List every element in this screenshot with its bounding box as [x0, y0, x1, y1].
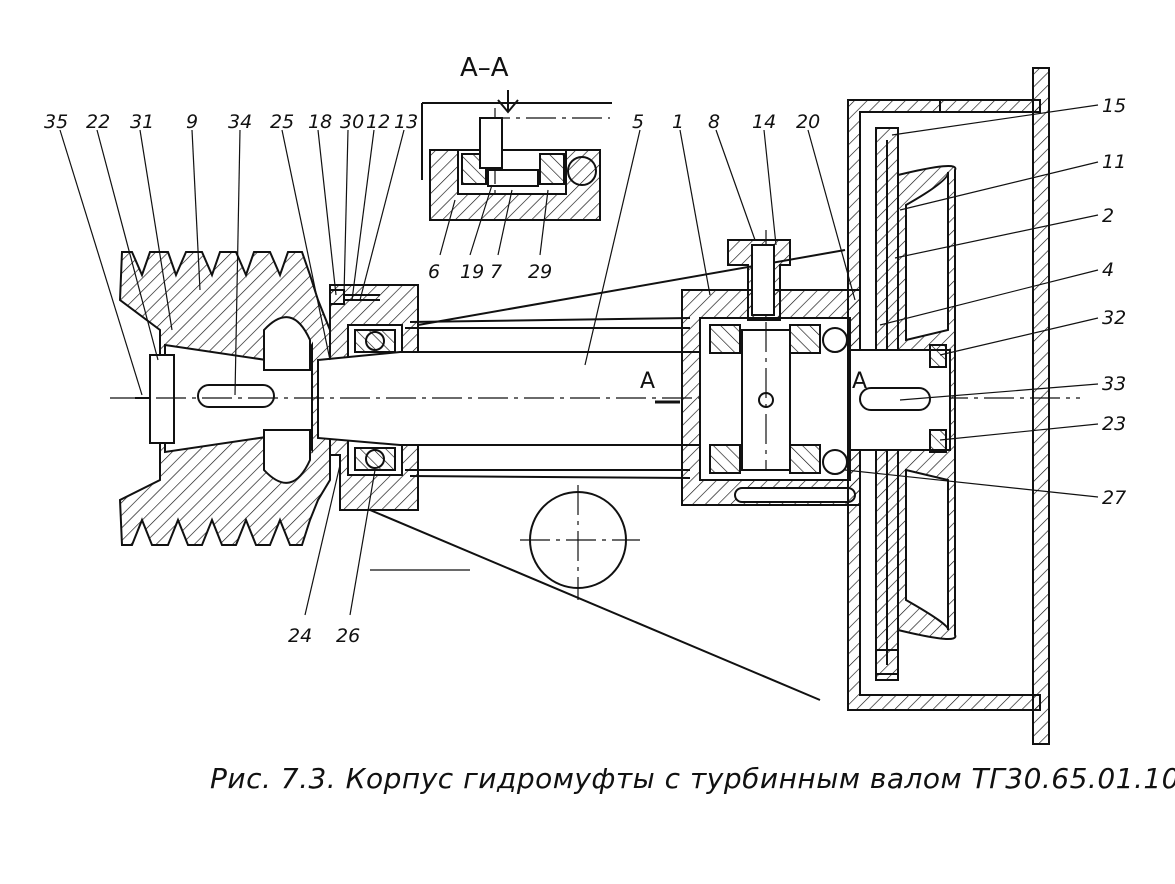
callout-19: 19	[460, 261, 484, 283]
section-mark-left: А	[640, 369, 655, 394]
callout-12: 12	[366, 111, 390, 133]
callout-7: 7	[490, 261, 502, 283]
section-title: А–А	[460, 53, 509, 83]
callout-26: 26	[336, 625, 360, 647]
callout-2: 2	[1102, 205, 1114, 227]
leader-lines	[59, 104, 1099, 616]
callout-24: 24	[288, 625, 312, 647]
callout-23: 23	[1102, 413, 1126, 435]
callout-30: 30	[340, 111, 364, 133]
callout-35: 35	[44, 111, 68, 133]
callout-27: 27	[1102, 487, 1126, 509]
callout-14: 14	[752, 111, 776, 133]
callout-20: 20	[796, 111, 820, 133]
callout-8: 8	[708, 111, 720, 133]
callouts-top-left: 35 22 31 9 34 25 18 30 12 13	[44, 111, 418, 133]
coupling-casing	[847, 67, 1050, 745]
callout-34: 34	[228, 111, 252, 133]
callout-18: 18	[308, 111, 332, 133]
callout-9: 9	[186, 111, 198, 133]
callout-29: 29	[528, 261, 552, 283]
callouts-right: 15 11 2 4 32 33 23 27	[1102, 95, 1126, 509]
section-a-a-view: А–А	[421, 53, 612, 256]
callouts-bottom: 24 26	[288, 625, 360, 647]
callout-6: 6	[428, 261, 440, 283]
callout-15: 15	[1102, 95, 1126, 117]
callout-32: 32	[1102, 307, 1126, 329]
callout-25: 25	[270, 111, 294, 133]
callout-31: 31	[130, 111, 154, 133]
callout-33: 33	[1102, 373, 1126, 395]
figure-caption: Рис. 7.3. Корпус гидромуфты с турбинным …	[210, 762, 1175, 795]
callout-22: 22	[86, 111, 110, 133]
callout-4: 4	[1102, 259, 1114, 281]
callout-5: 5	[632, 111, 644, 133]
section-marks: А А	[640, 369, 867, 394]
section-mark-right: А	[852, 369, 867, 394]
callout-13: 13	[394, 111, 418, 133]
right-bearing-housing	[681, 230, 861, 506]
callout-11: 11	[1102, 151, 1126, 173]
callouts-top-right: 5 1 8 14 20	[632, 111, 820, 133]
callouts-section: 6 19 7 29	[428, 261, 552, 283]
callout-1: 1	[672, 111, 684, 133]
